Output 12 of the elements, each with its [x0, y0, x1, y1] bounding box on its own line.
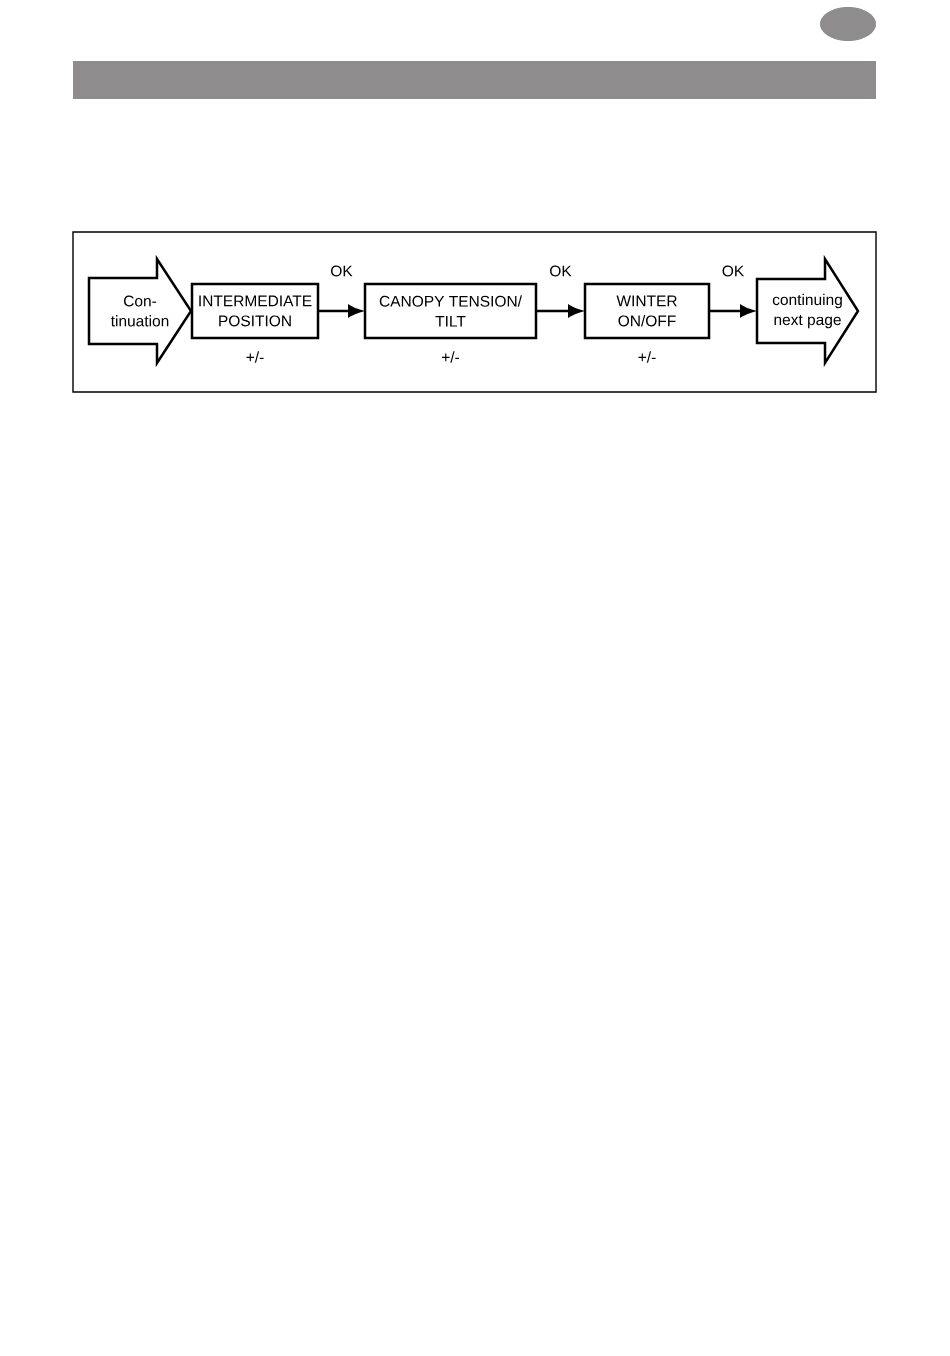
edge-label: OK — [550, 265, 572, 277]
process-box: WINTER ON/OFF — [583, 282, 711, 340]
edge-label: OK — [722, 265, 745, 277]
arrow — [536, 305, 582, 317]
arrow — [318, 305, 362, 317]
process-box: INTERMEDIATE POSITION — [190, 282, 320, 340]
key-label: +/- — [638, 351, 656, 363]
edge-label: OK — [331, 265, 353, 277]
key-label: +/- — [442, 351, 460, 363]
arrow — [709, 305, 754, 317]
key-label: +/- — [246, 351, 264, 363]
process-box: CANOPY TENSION/ TILT — [363, 282, 538, 340]
